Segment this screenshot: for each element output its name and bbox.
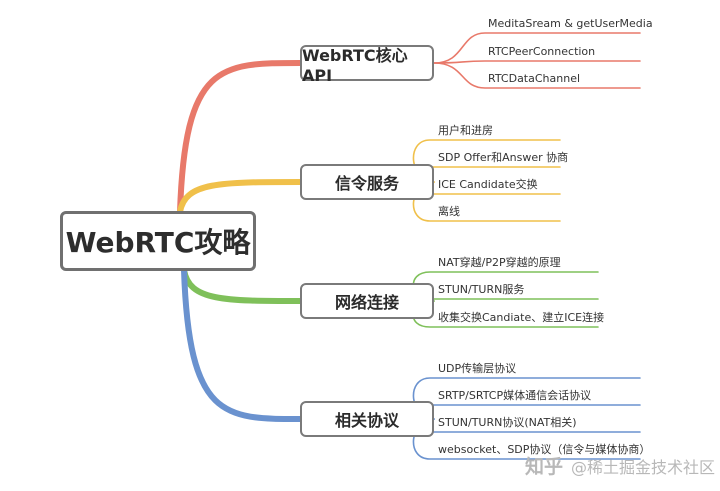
topic-label: 相关协议 (334, 411, 399, 430)
topic-connector (177, 60, 303, 215)
leaf-item: NAT穿越/P2P穿越的原理 (438, 256, 561, 269)
leaf-item: 离线 (438, 205, 460, 218)
watermark: 知乎 @稀土掘金技术社区 (525, 452, 715, 479)
leaf-connector (433, 32, 641, 64)
leaf-item: RTCDataChannel (488, 72, 581, 85)
root-label: WebRTC攻略 (65, 226, 251, 259)
leaf-connector (433, 60, 641, 64)
topic-node-network: 网络连接 (300, 283, 434, 319)
leaf-item: SRTP/SRTCP媒体通信会话协议 (438, 389, 592, 402)
topic-connector (181, 267, 303, 422)
topic-label: 网络连接 (334, 293, 399, 312)
leaf-connector (412, 298, 599, 302)
leaf-item: STUN/TURN服务 (438, 283, 525, 296)
leaf-item: websocket、SDP协议（信令与媒体协商） (438, 443, 651, 456)
topic-connector (177, 179, 303, 215)
topic-label: 信令服务 (334, 174, 399, 193)
topic-node-protocols: 相关协议 (300, 401, 434, 437)
leaf-item: 用户和进房 (438, 124, 493, 137)
leaf-connector (433, 62, 641, 89)
leaf-item: ICE Candidate交换 (438, 178, 538, 191)
leaf-item: STUN/TURN协议(NAT相关) (438, 416, 577, 429)
root-node: WebRTC攻略 (60, 211, 256, 271)
leaf-item: SDP Offer和Answer 协商 (438, 151, 569, 164)
watermark-text: @稀土掘金技术社区 (571, 458, 716, 477)
topic-node-core-api: WebRTC核心API (300, 45, 434, 85)
topic-connector (181, 267, 303, 304)
topic-node-signaling: 信令服务 (300, 164, 434, 200)
leaf-item: 收集交换Candiate、建立ICE连接 (438, 311, 605, 324)
leaf-item: UDP传输层协议 (438, 362, 517, 375)
watermark-brand: 知乎 (525, 456, 564, 478)
leaf-item: MeditaSream & getUserMedia (488, 17, 653, 30)
topic-label: WebRTC核心API (302, 45, 408, 85)
leaf-item: RTCPeerConnection (488, 45, 596, 58)
